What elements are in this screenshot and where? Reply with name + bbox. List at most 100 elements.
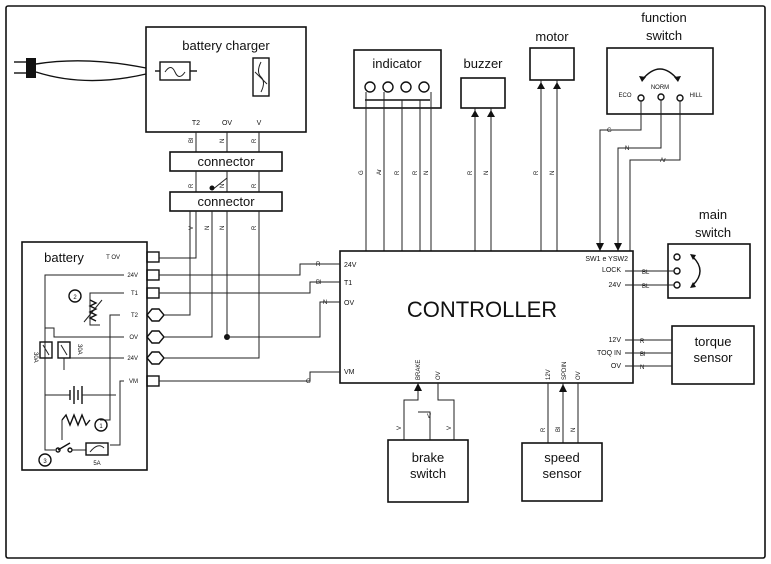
controller-pin: 12V	[546, 369, 552, 380]
marker-2: 2	[68, 289, 82, 303]
battery-terminal-label: VM	[129, 379, 138, 385]
wire-code: N	[323, 300, 327, 306]
function-switch-title-line1: function	[641, 10, 687, 25]
wire-code: N	[571, 428, 577, 432]
terminal-square	[146, 251, 160, 263]
wire-code: V	[189, 226, 195, 230]
torque-sensor-block: torque sensor R Bl N	[625, 325, 755, 385]
brake-switch-block: V V V brake switch	[387, 383, 469, 503]
wire-code: BL	[642, 284, 650, 290]
mode-label-hill: HILL	[690, 93, 703, 99]
switch-icon	[55, 442, 86, 453]
indicator-lamp-icons	[364, 81, 430, 101]
indicator-block: indicator	[353, 49, 442, 109]
wire-code: V	[427, 414, 431, 420]
brake-switch-title-line1: brake	[412, 450, 445, 465]
wire-code: N	[424, 171, 430, 175]
marker-1: 1	[94, 418, 108, 432]
key-turn-arc-icon	[692, 256, 701, 286]
motor-block: motor R N	[529, 29, 575, 251]
function-switch-block: function switch ECO NORM HILL	[606, 10, 714, 115]
function-switch-wires: G N Ar	[596, 100, 681, 251]
wire-code: Ar	[660, 158, 666, 164]
charger-connector-wires: Bl N R	[189, 132, 260, 152]
wire-code: Bl	[640, 352, 645, 358]
battery-terminal-label: T1	[131, 291, 139, 297]
wire-code: R	[468, 170, 474, 175]
wire-code: R	[252, 183, 258, 188]
motor-title: motor	[535, 29, 569, 44]
battery-terminal-label: OV	[129, 335, 138, 341]
marker-1-label: 1	[99, 424, 103, 430]
battery-terminal-label: T OV	[106, 255, 120, 261]
fuse-label: 30A	[76, 344, 82, 355]
speed-sensor-title-line2: sensor	[542, 466, 582, 481]
controller-pin: TOQ IN	[597, 350, 621, 357]
battery-terminal-label: T2	[131, 313, 139, 319]
speed-sensor-title-line1: speed	[544, 450, 579, 465]
controller-block: CONTROLLER 24V T1 OV VM SW1 e YSW2 LOCK …	[339, 250, 634, 384]
thermistor-icon	[83, 299, 103, 323]
wire-code: N	[220, 184, 226, 188]
controller-pin: T1	[344, 280, 352, 287]
wire-code: R	[252, 225, 258, 230]
wire-code: N	[484, 171, 490, 175]
buzzer-title: buzzer	[463, 56, 503, 71]
wire-code: Ar	[377, 169, 383, 175]
wire-code: R	[534, 170, 540, 175]
main-switch-block: main switch	[667, 207, 751, 299]
main-switch-title-line2: switch	[695, 225, 731, 240]
battery-title: battery	[44, 250, 84, 265]
connector-wires-between: R N R	[189, 171, 260, 192]
fuse-icon	[85, 442, 109, 456]
controller-pin: LOCK	[602, 267, 621, 274]
battery-terminal-label: 24V	[127, 273, 138, 279]
wire-code: R	[252, 138, 258, 143]
marker-2-label: 2	[73, 295, 77, 301]
wire-code: G	[306, 379, 311, 385]
battery-cell-icon	[69, 386, 116, 404]
wire-code: R	[413, 170, 419, 175]
battery-block: battery T OV 24V T1 T2 OV 24V VM	[21, 241, 165, 471]
power-plug-icon	[14, 58, 147, 82]
connector-top: connector	[169, 151, 283, 172]
wire-code: R	[541, 427, 547, 432]
controller-pin: BRAKE	[416, 360, 422, 380]
wire-code: N	[205, 226, 211, 230]
speed-sensor-block: R Bl N speed sensor	[521, 383, 603, 502]
wire-code: N	[220, 139, 226, 143]
main-switch-wires: BL BL	[625, 270, 674, 290]
connector-top-label: connector	[197, 154, 255, 169]
ac-source-icon	[155, 61, 197, 81]
mode-label-eco: ECO	[618, 93, 631, 99]
controller-pin: OV	[611, 363, 621, 370]
wire-code: BL	[642, 270, 650, 276]
function-switch-title-line2: switch	[646, 28, 682, 43]
marker-3-label: 3	[43, 459, 47, 465]
dc-converter-icon	[252, 57, 270, 97]
battery-terminal-label: 24V	[127, 356, 138, 362]
torque-sensor-title-line2: sensor	[693, 350, 733, 365]
controller-pin: VM	[344, 369, 355, 376]
wire-code: R	[395, 170, 401, 175]
wire-code: G	[607, 128, 612, 134]
buzzer-block: buzzer R N	[460, 56, 506, 251]
wire-code: Bl	[556, 427, 562, 432]
wire-code: Bl	[189, 138, 195, 143]
main-switch-title-line1: main	[699, 207, 727, 222]
fuse-icon	[57, 341, 71, 359]
controller-pin: 12V	[609, 337, 622, 344]
charger-terminal-label: V	[257, 120, 262, 127]
fuse-label: 30A	[32, 352, 38, 363]
charger-terminal-label: T2	[192, 120, 200, 127]
controller-title: CONTROLLER	[407, 297, 557, 322]
wire-code: G	[359, 170, 365, 175]
marker-3: 3	[38, 453, 52, 467]
fuse-icon	[39, 341, 53, 359]
wire-code: R	[640, 339, 645, 345]
wire-code: V	[447, 426, 453, 430]
controller-pin: 24V	[344, 262, 357, 269]
controller-pin: 24V	[609, 282, 622, 289]
